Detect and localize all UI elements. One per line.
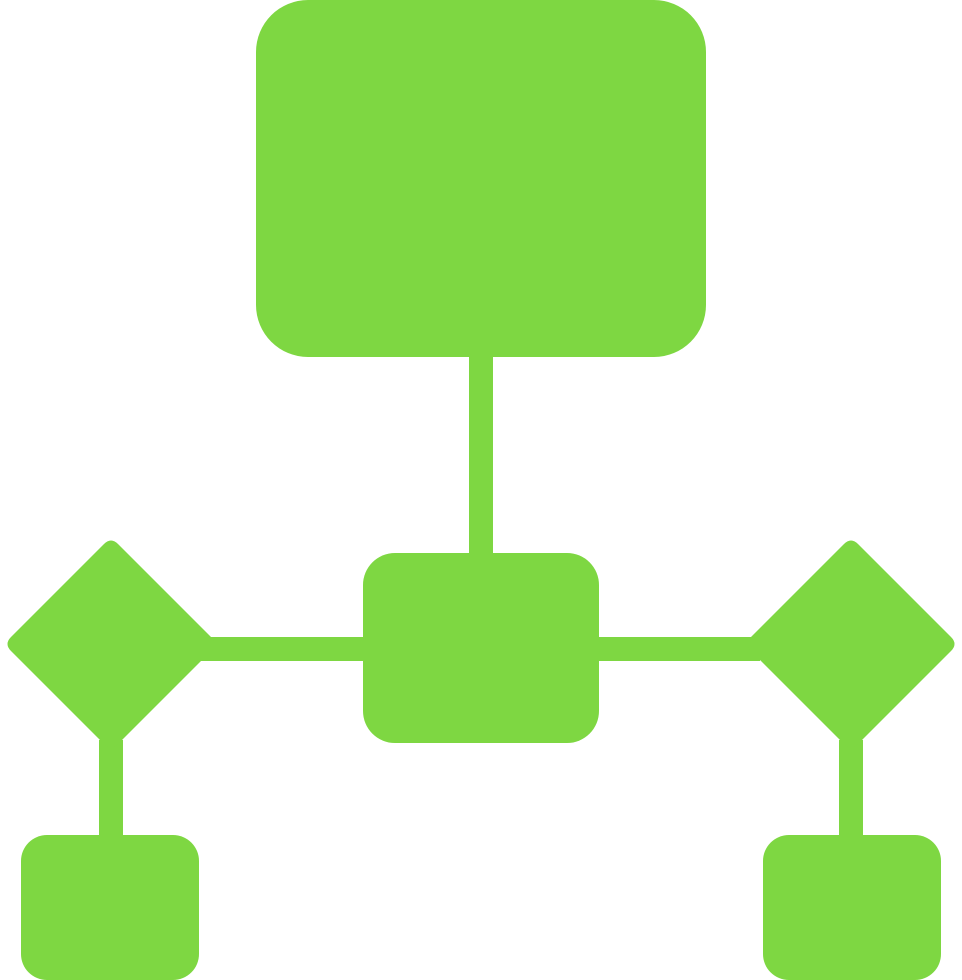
left-decision-diamond [7,540,215,748]
center-process-box [363,553,599,743]
bottom-left-process-box [21,835,199,980]
right-decision-diamond [747,540,955,748]
bottom-right-process-box [763,835,941,980]
top-process-box [256,0,706,357]
